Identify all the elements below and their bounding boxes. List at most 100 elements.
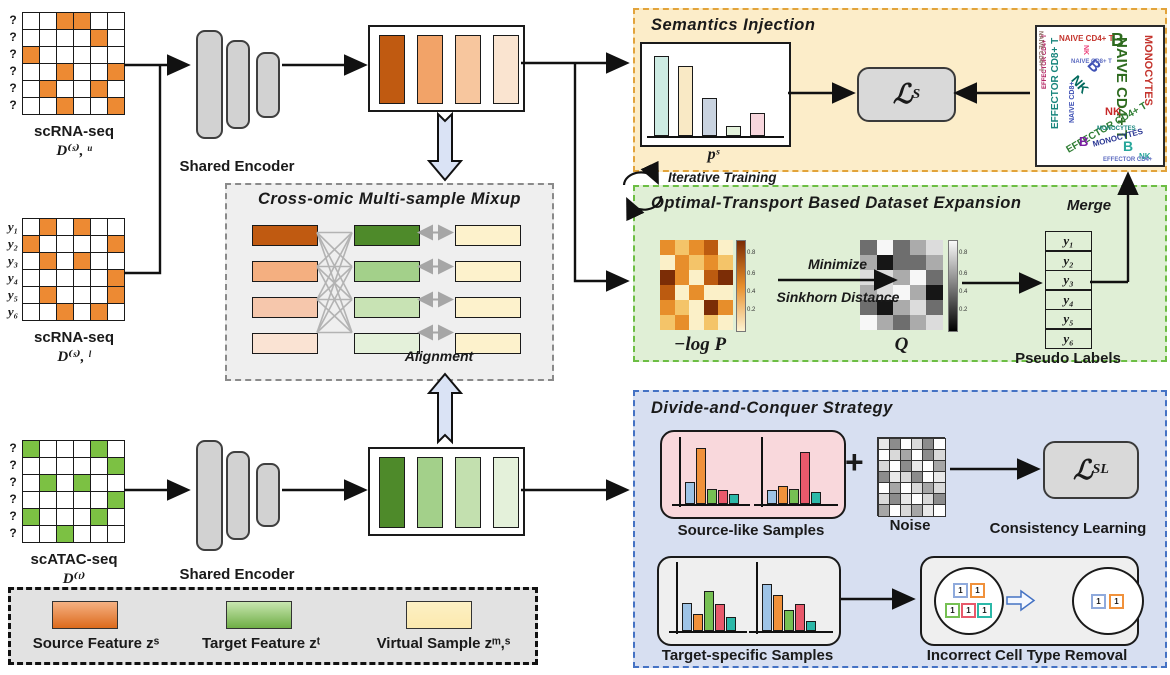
heatmap-cell: [689, 240, 704, 255]
mixup-bar: [455, 261, 521, 282]
matrix-cell-empty: [89, 473, 108, 492]
neg-log-p-label: −log P: [673, 334, 727, 355]
heatmap-cell: [909, 270, 927, 285]
matrix-cell-empty: [38, 268, 57, 287]
chart-x-axis: [754, 504, 838, 506]
matrix-cell-filled: [55, 96, 74, 115]
matrix-cell-filled: [106, 456, 125, 475]
chart-x-axis: [672, 504, 750, 506]
ps-bar: [654, 56, 669, 136]
wordcloud-word: NAIVE CD4+ T: [1059, 34, 1114, 43]
matrix-cell-empty: [38, 96, 57, 115]
mini-bar: [704, 591, 714, 631]
matrix-cell-empty: [38, 62, 57, 81]
pseudo-label-cell: y₂: [1045, 250, 1092, 271]
heatmap-cell: [718, 240, 733, 255]
matrix-cell-empty: [55, 234, 74, 253]
row-mark: ?: [9, 81, 17, 95]
matrix-cell-empty: [89, 285, 108, 304]
matrix-cell-empty: [55, 490, 74, 509]
matrix-cell-empty: [72, 507, 91, 526]
heatmap-cell: [893, 300, 910, 315]
row-mark: ?: [9, 492, 17, 506]
heatmap-cell: [909, 315, 927, 330]
matrix-cell-empty: [38, 28, 57, 47]
source-like-samples-box: [660, 430, 846, 519]
matrix-cell-empty: [38, 439, 57, 458]
matrix-cell-filled: [106, 268, 125, 287]
encoder-layer-1: [196, 30, 223, 139]
mixup-bar: [252, 333, 318, 354]
row-mark: y₃: [7, 253, 19, 268]
target-specific-chart-2: [749, 562, 833, 638]
feature-bar: [493, 35, 519, 104]
matrix-cell-empty: [38, 524, 57, 543]
block-arrow-down: [426, 111, 464, 182]
heatmap-cell: [718, 315, 733, 330]
chart-y-axis: [679, 437, 681, 507]
scrna-unlabeled-caption: scRNA-seq: [33, 123, 115, 140]
row-mark: ?: [9, 47, 17, 61]
cell-type-square: 1: [1091, 594, 1106, 609]
logp-tick-06: 0.6: [747, 271, 756, 277]
matrix-cell-empty: [106, 45, 125, 64]
row-mark: y₆: [7, 304, 19, 319]
matrix-cell-empty: [21, 490, 40, 509]
mini-bar: [762, 584, 772, 631]
mixup-bar: [455, 225, 521, 246]
pseudo-label-cell: y₄: [1045, 289, 1092, 310]
matrix-cell-empty: [72, 234, 91, 253]
row-mark: y₁: [7, 219, 19, 234]
mini-bar: [800, 452, 810, 504]
heatmap-cell: [703, 285, 718, 300]
matrix-cell-empty: [55, 251, 74, 270]
source-like-chart-1: [672, 437, 750, 511]
heatmap-cell: [876, 300, 894, 315]
mixup-bar: [354, 261, 420, 282]
scrna-labeled-grid: [21, 217, 125, 321]
mini-bar: [685, 482, 695, 504]
atac-row-marks: ??????: [4, 440, 22, 542]
ps-bar: [726, 126, 741, 136]
mixup-title: Cross-omic Multi-sample Mixup: [258, 190, 521, 208]
matrix-cell-empty: [55, 473, 74, 492]
heatmap-cell: [703, 255, 718, 270]
wordcloud-word: MONOCYTES: [1142, 35, 1154, 106]
matrix-cell-filled: [89, 439, 108, 458]
mini-bar: [784, 610, 794, 631]
loss-sl-symbol: ℒ: [1073, 454, 1093, 485]
heatmap-cell: [703, 240, 718, 255]
ps-bar: [678, 66, 693, 136]
pseudo-label-cell: y₁: [1045, 230, 1092, 252]
mixup-bar: [354, 333, 420, 354]
mini-bar: [795, 604, 805, 631]
mini-bar: [707, 489, 717, 504]
scatac-caption: scATAC-seq: [30, 551, 118, 568]
feature-bar: [379, 35, 405, 104]
matrix-cell-empty: [72, 456, 91, 475]
q-label: Q: [894, 334, 909, 355]
minimize-label: Minimize: [807, 256, 868, 272]
heatmap-cell: [893, 255, 910, 270]
q-tick-08: 0.8: [959, 250, 968, 256]
row-mark: y₅: [7, 287, 19, 302]
heatmap-cell: [703, 300, 718, 315]
matrix-cell-filled: [106, 62, 125, 81]
heatmap-cell: [893, 240, 910, 255]
matrix-cell-empty: [89, 251, 108, 270]
matrix-cell-filled: [38, 251, 57, 270]
matrix-cell-empty: [72, 302, 91, 321]
heatmap-cell: [689, 300, 704, 315]
ps-bar: [702, 98, 717, 136]
scatac-grid: [21, 439, 125, 543]
matrix-cell-empty: [55, 285, 74, 304]
heatmap-cell: [926, 300, 943, 315]
mini-bar: [767, 490, 777, 504]
noise-label: Noise: [889, 517, 931, 534]
row-mark: ?: [9, 526, 17, 540]
